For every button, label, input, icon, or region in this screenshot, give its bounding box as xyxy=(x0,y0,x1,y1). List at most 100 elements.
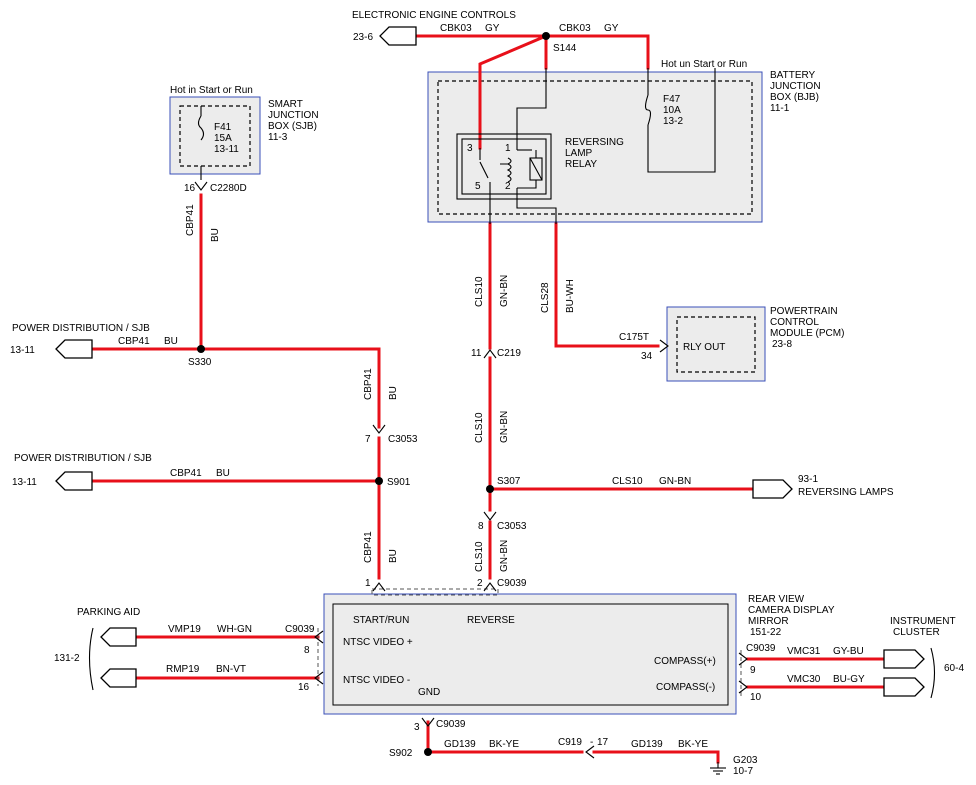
bjb-fuse-amp: 10A xyxy=(663,105,681,116)
pd2-color: BU xyxy=(216,468,230,479)
cluster-w1-circuit: VMC31 xyxy=(787,646,821,657)
sjb-box xyxy=(169,96,261,175)
cluster-bracket xyxy=(930,647,936,699)
rev-color: GN-BN xyxy=(659,476,691,487)
mirror-reverse: REVERSE xyxy=(467,615,515,626)
relay-pin3: 3 xyxy=(467,143,473,154)
mirror-compass-plus: COMPASS(+) xyxy=(654,656,716,667)
rev-circuit: CLS10 xyxy=(612,476,643,487)
relay-pin2: 2 xyxy=(505,181,511,192)
sjb-fuse-id: F41 xyxy=(214,122,232,133)
ground-icon xyxy=(710,762,726,775)
bjb-box xyxy=(427,71,763,223)
sjb-connector: C2280D xyxy=(210,183,247,194)
sjb-page: 11-3 xyxy=(268,132,288,143)
pd1-title: POWER DISTRIBUTION / SJB xyxy=(12,323,150,334)
eec-right-color: GY xyxy=(604,23,619,34)
sjb-line2: JUNCTION xyxy=(268,110,319,121)
cls10-vert3-color: GN-BN xyxy=(499,540,510,572)
cls28-circuit: CLS28 xyxy=(540,282,551,313)
ground-w1-color: BK-YE xyxy=(489,739,519,750)
pd2-circuit: CBP41 xyxy=(170,468,202,479)
pd1-ref: 13-11 xyxy=(10,345,35,356)
pcm-line2: CONTROL xyxy=(770,317,819,328)
cbp41-vert2-circuit: CBP41 xyxy=(363,368,374,400)
cluster-line1: INSTRUMENT xyxy=(890,616,956,627)
mirror-top-pin1: 1 xyxy=(365,578,371,589)
bjb-page: 11-1 xyxy=(770,103,790,114)
parking-w1-color: WH-GN xyxy=(217,624,252,635)
pcm-inner xyxy=(676,316,756,373)
parking-w1-circuit: VMP19 xyxy=(168,624,201,635)
ground-w2-color: BK-YE xyxy=(678,739,708,750)
ground-splice: S902 xyxy=(389,748,413,759)
pcm-line3: MODULE (PCM) xyxy=(770,328,844,339)
mirror-page: 151-22 xyxy=(750,627,782,638)
pd1-circuit: CBP41 xyxy=(118,336,150,347)
parking-connector: C9039 xyxy=(285,624,315,635)
ground-w2-circuit: GD139 xyxy=(631,739,663,750)
relay-line3: RELAY xyxy=(565,159,597,170)
parking-w2-circuit: RMP19 xyxy=(166,664,200,675)
ground-connector: C9039 xyxy=(436,719,466,730)
cluster-w2-circuit: VMC30 xyxy=(787,674,821,685)
bjb-hot-label: Hot un Start or Run xyxy=(661,59,747,70)
relay-line2: LAMP xyxy=(565,148,593,159)
parking-bottom-connector-icon xyxy=(100,668,137,688)
splice-s330 xyxy=(197,345,205,353)
c3053-left-connector: C3053 xyxy=(388,434,418,445)
c219-connector: C219 xyxy=(497,348,521,359)
splice-s307 xyxy=(486,485,494,493)
sjb-fuse-ref: 13-11 xyxy=(214,144,239,155)
cls10-vert3-circuit: CLS10 xyxy=(474,541,485,572)
pd2-splice: S901 xyxy=(387,477,411,488)
rev-ref: 93-1 xyxy=(798,474,818,485)
sjb-fuse-amp: 15A xyxy=(214,133,232,144)
bjb-internal-wiring xyxy=(456,68,716,224)
mirror-ntsc-plus: NTSC VIDEO + xyxy=(343,637,413,648)
pd1-color: BU xyxy=(164,336,178,347)
pd1-connector-icon xyxy=(55,339,93,359)
pcm-line1: POWERTRAIN xyxy=(770,306,838,317)
bjb-fuse-id: F47 xyxy=(663,94,681,105)
parking-pin8: 8 xyxy=(304,645,310,656)
pd2-title: POWER DISTRIBUTION / SJB xyxy=(14,453,152,464)
ground-pin: 3 xyxy=(414,722,420,733)
cluster-pin10: 10 xyxy=(750,692,762,703)
ground-mid-connector: C919 xyxy=(558,737,582,748)
cluster-bottom-connector-icon xyxy=(883,677,925,697)
pcm-pin: 34 xyxy=(641,351,653,362)
bjb-fuse-ref: 13-2 xyxy=(663,116,683,127)
bjb-line1: BATTERY xyxy=(770,70,816,81)
bjb-inner xyxy=(437,80,753,215)
ground-w1-circuit: GD139 xyxy=(444,739,476,750)
pd1-splice: S330 xyxy=(188,357,212,368)
cluster-pin9: 9 xyxy=(750,665,756,676)
mirror-line1: REAR VIEW xyxy=(748,594,805,605)
cluster-connector: C9039 xyxy=(746,643,776,654)
cls10-vert1-color: GN-BN xyxy=(499,275,510,307)
rev-lamps-connector-icon xyxy=(752,479,793,499)
mirror-start-run: START/RUN xyxy=(353,615,409,626)
cls10-vert1-circuit: CLS10 xyxy=(474,276,485,307)
parking-bracket xyxy=(88,627,94,691)
c3053-right-pin: 8 xyxy=(478,521,484,532)
cbp41-vert2-color: BU xyxy=(388,386,399,400)
mirror-line3: MIRROR xyxy=(748,616,789,627)
eec-ref: 23-6 xyxy=(353,32,373,43)
sjb-hot-label: Hot in Start or Run xyxy=(170,85,253,96)
mirror-inner xyxy=(332,603,729,706)
pd2-ref: 13-11 xyxy=(12,477,37,488)
parking-title: PARKING AID xyxy=(77,607,140,618)
parking-w2-color: BN-VT xyxy=(216,664,246,675)
sjb-internal xyxy=(197,106,205,180)
splice-s902 xyxy=(424,748,432,756)
splice-s901 xyxy=(375,477,383,485)
red-wires xyxy=(90,34,886,764)
relay-pin1: 1 xyxy=(505,143,511,154)
cluster-w2-color: BU-GY xyxy=(833,674,865,685)
sjb-line1: SMART xyxy=(268,99,303,110)
c9039-top-dash xyxy=(371,588,499,596)
splice-s144 xyxy=(542,32,550,40)
mirror-compass-minus: COMPASS(-) xyxy=(656,682,715,693)
